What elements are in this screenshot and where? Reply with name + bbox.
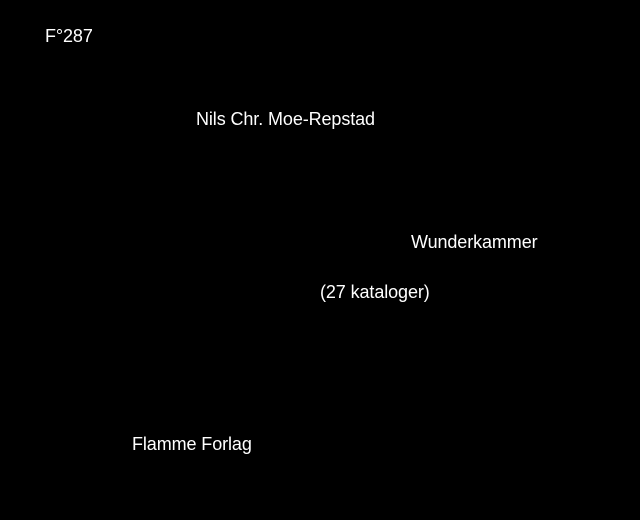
book-subtitle: (27 kataloger) bbox=[320, 282, 430, 302]
author-name: Nils Chr. Moe-Repstad bbox=[196, 109, 375, 129]
book-title: Wunderkammer bbox=[411, 232, 538, 252]
catalog-code: F°287 bbox=[45, 26, 93, 46]
publisher-name: Flamme Forlag bbox=[132, 434, 252, 454]
